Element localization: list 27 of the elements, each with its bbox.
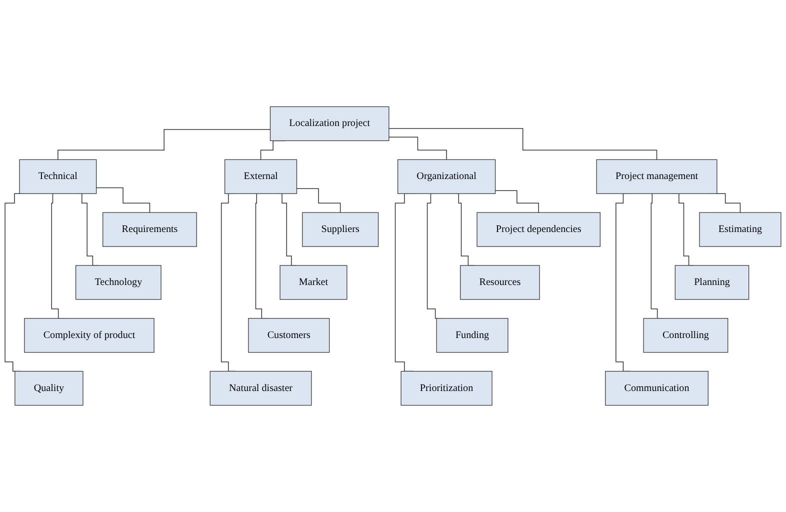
node-box: Complexity of product <box>24 318 154 353</box>
node-box: Localization project <box>270 106 390 142</box>
node-box: Quality <box>14 370 84 406</box>
connector <box>58 129 271 160</box>
node-box: Natural disaster <box>210 370 312 406</box>
node-box: Project management <box>596 159 718 194</box>
node-box: Technical <box>19 159 97 194</box>
node-box: Technology <box>75 265 162 300</box>
node-box: Organizational <box>397 159 496 194</box>
node-box: Suppliers <box>302 212 379 247</box>
node-box: Prioritization <box>400 370 492 406</box>
connector <box>388 128 658 160</box>
node-box: Customers <box>248 318 330 353</box>
connector <box>96 187 150 213</box>
node-box: Requirements <box>102 212 197 247</box>
node-box: Funding <box>436 318 508 353</box>
node-box: Estimating <box>699 212 782 247</box>
connector <box>388 136 447 160</box>
node-box: Controlling <box>643 318 728 353</box>
node-box: Communication <box>605 370 708 406</box>
node-box: Planning <box>674 265 750 300</box>
node-box: Project dependencies <box>476 212 600 247</box>
node-box: Market <box>280 265 348 300</box>
node-box: Resources <box>460 265 540 300</box>
node-box: External <box>224 159 298 194</box>
connector <box>296 188 341 213</box>
connector <box>494 190 539 213</box>
